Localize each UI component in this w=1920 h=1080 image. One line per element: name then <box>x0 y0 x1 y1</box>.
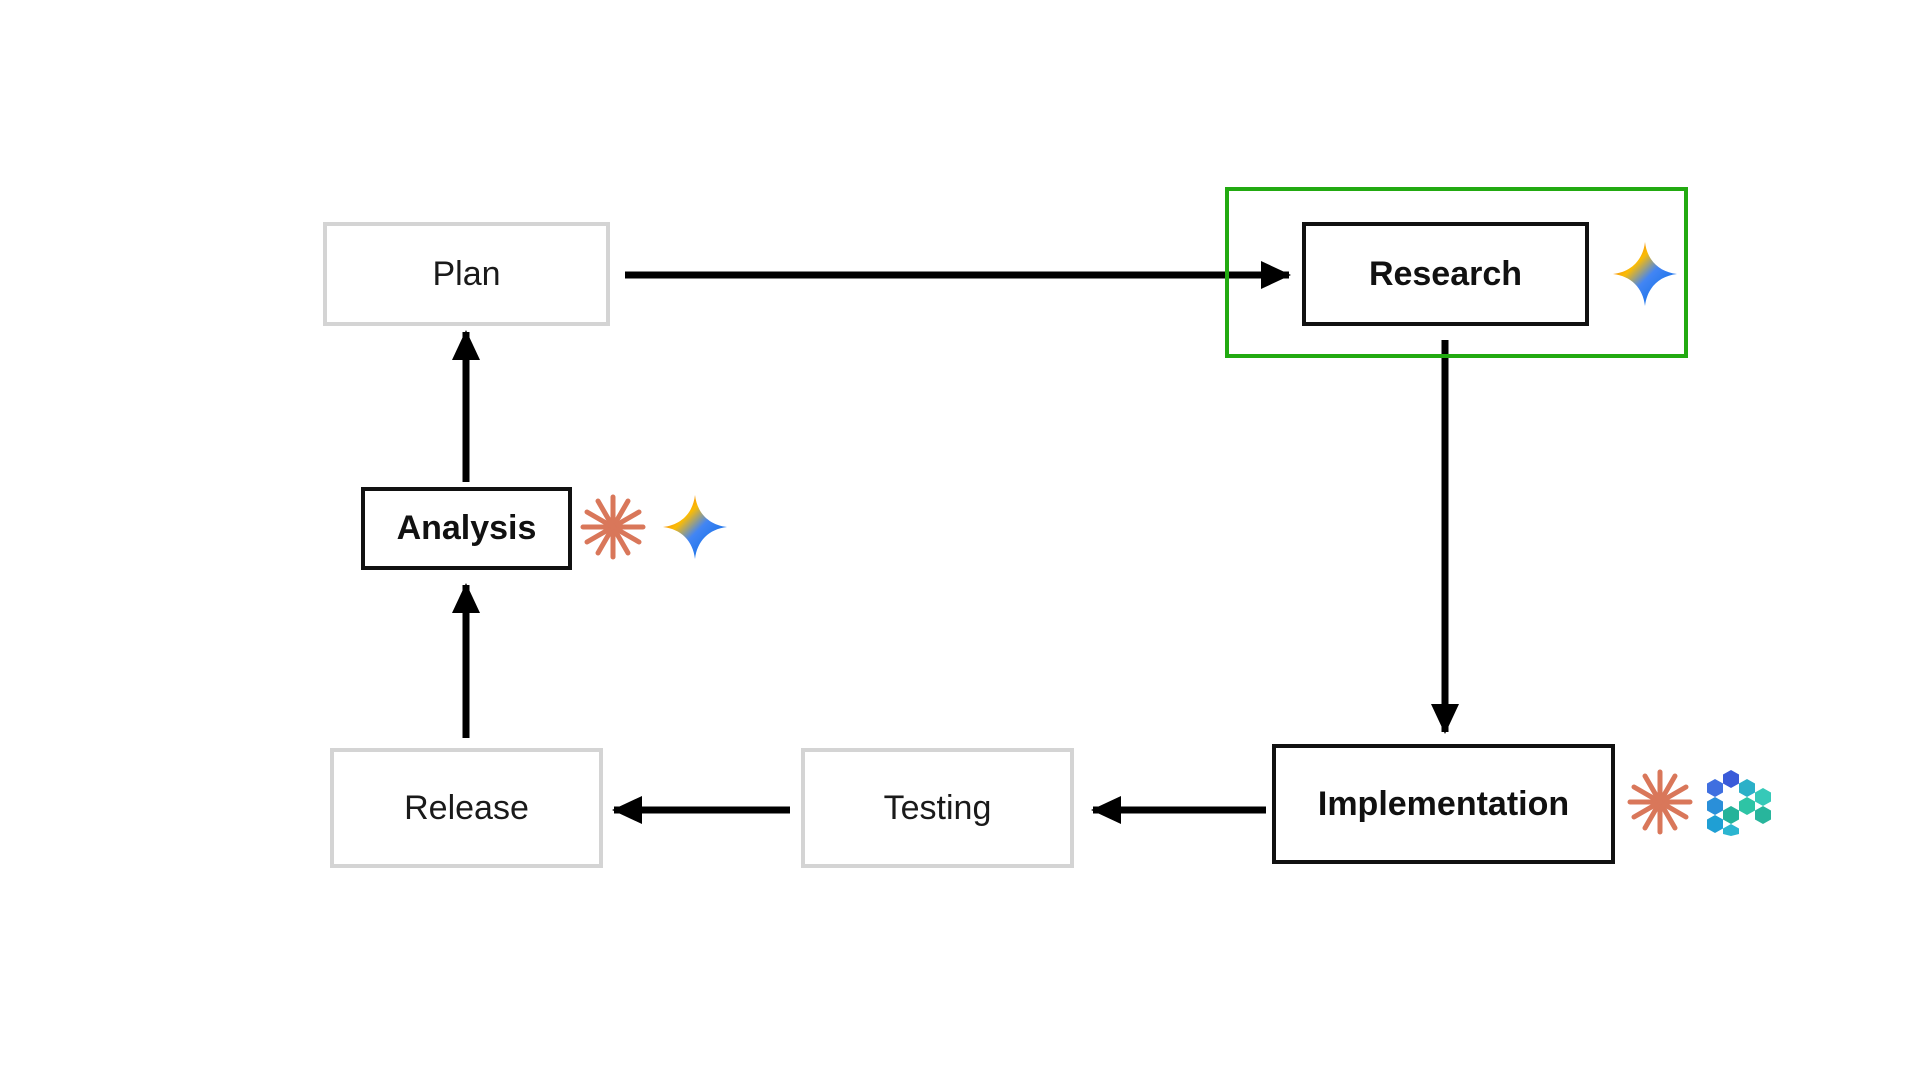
plan-node: Plan <box>323 222 610 326</box>
research-node: Research <box>1302 222 1589 326</box>
research-node-label: Research <box>1368 254 1523 293</box>
release-node: Release <box>330 748 603 868</box>
claude-starburst-icon <box>580 494 646 560</box>
analysis-node: Analysis <box>361 487 572 570</box>
plan-node-label: Plan <box>432 254 501 293</box>
hexagon-cluster-icon <box>1707 770 1771 836</box>
testing-node-label: Testing <box>883 788 992 827</box>
implementation-node: Implementation <box>1272 744 1615 864</box>
gemini-sparkle-icon <box>1613 242 1677 306</box>
claude-starburst-icon <box>1627 769 1693 835</box>
implementation-node-label: Implementation <box>1317 784 1570 823</box>
research-highlight-frame <box>1225 187 1688 358</box>
analysis-node-label: Analysis <box>396 509 537 547</box>
testing-node: Testing <box>801 748 1074 868</box>
gemini-sparkle-icon <box>663 495 727 559</box>
release-node-label: Release <box>404 788 529 827</box>
